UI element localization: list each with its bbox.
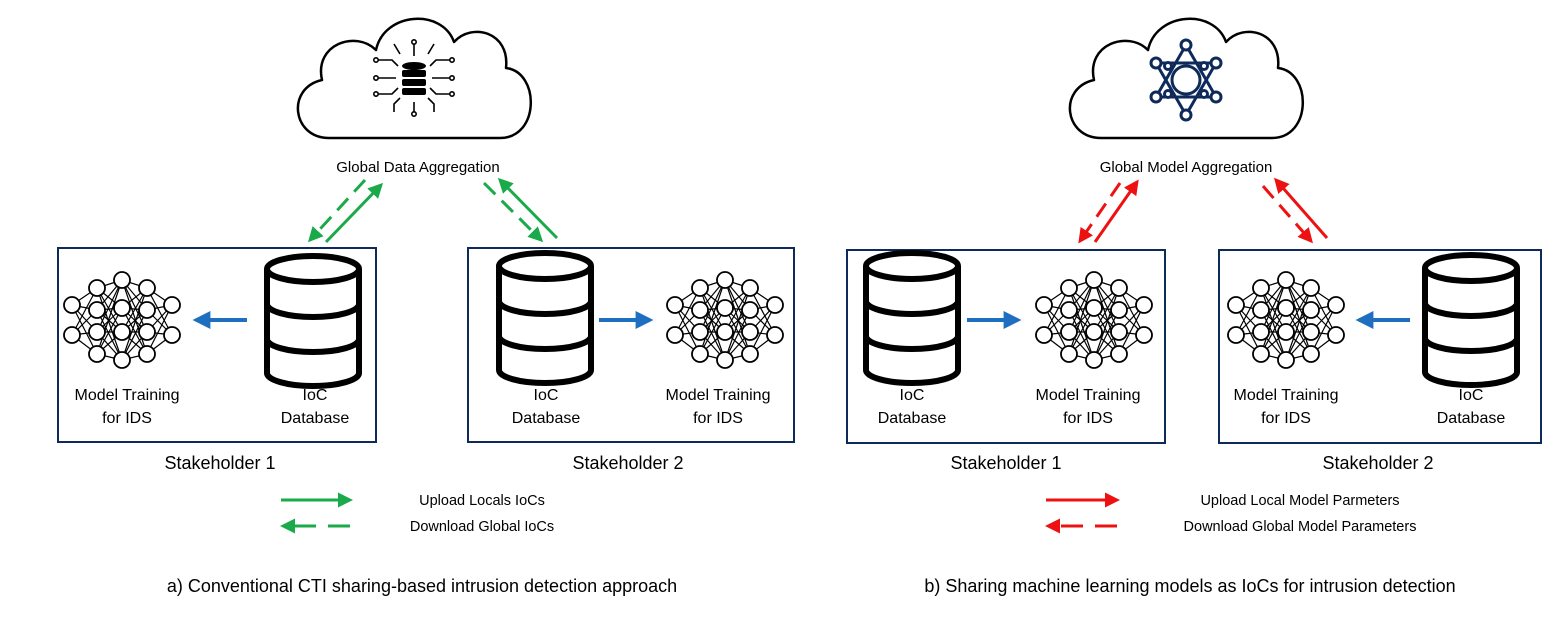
neural-network-icon xyxy=(1149,38,1223,122)
db-label-line2: Database xyxy=(1437,410,1506,427)
model-label-line1: Model Training xyxy=(75,387,180,404)
db-label-line1: IoC xyxy=(303,387,328,404)
upload-arrow-s1 xyxy=(324,182,384,244)
cloud-model-aggregation xyxy=(1068,17,1305,140)
legend-upload-label: Upload Locals IoCs xyxy=(419,493,545,509)
stakeholder-2-box: IoC Database Model Training for IDS xyxy=(467,247,795,443)
legend-download-label: Download Global IoCs xyxy=(410,519,554,535)
stakeholder-2-box: Model Training for IDS IoC Database xyxy=(1218,249,1542,444)
aggregation-label: Global Data Aggregation xyxy=(336,159,499,176)
stakeholder-1-box: IoC Database Model Training for IDS xyxy=(846,249,1166,444)
aggregation-label: Global Model Aggregation xyxy=(1100,159,1273,176)
legend-download-label: Download Global Model Parameters xyxy=(1184,519,1417,535)
model-label-line1: Model Training xyxy=(1234,387,1339,404)
panel-b: Global Model Aggregation IoC Database Mo… xyxy=(846,17,1542,596)
panel-a: Global Data Aggregation Model Training f… xyxy=(57,17,795,596)
legend-upload-label: Upload Local Model Parmeters xyxy=(1200,493,1399,509)
db-label-line2: Database xyxy=(512,410,581,427)
db-label-line1: IoC xyxy=(534,387,559,404)
model-label-line2: for IDS xyxy=(1063,410,1113,427)
model-label-line1: Model Training xyxy=(1036,387,1141,404)
download-arrow-s2 xyxy=(1261,185,1313,244)
caption-b: b) Sharing machine learning models as Io… xyxy=(924,576,1455,596)
database-icon xyxy=(499,253,591,383)
database-icon xyxy=(267,256,359,386)
cloud-data-aggregation xyxy=(296,17,533,140)
database-hub-icon xyxy=(372,38,455,117)
stakeholder-2-label: Stakeholder 2 xyxy=(572,453,683,473)
database-icon xyxy=(866,253,958,383)
legend-b: Upload Local Model Parmeters Download Gl… xyxy=(1045,492,1417,535)
upload-arrow-s2 xyxy=(497,177,559,240)
db-label-line2: Database xyxy=(281,410,350,427)
download-arrow-s2 xyxy=(482,181,544,243)
db-label-line1: IoC xyxy=(1459,387,1484,404)
stakeholder-1-box: Model Training for IDS IoC Database xyxy=(57,247,377,443)
database-icon xyxy=(1425,255,1517,385)
legend-a: Upload Locals IoCs Download Global IoCs xyxy=(280,492,554,535)
caption-a: a) Conventional CTI sharing-based intrus… xyxy=(167,576,677,596)
model-label-line1: Model Training xyxy=(666,387,771,404)
stakeholder-1-label: Stakeholder 1 xyxy=(164,453,275,473)
download-arrow-s1 xyxy=(1078,182,1122,244)
stakeholder-1-label: Stakeholder 1 xyxy=(950,453,1061,473)
model-label-line2: for IDS xyxy=(102,410,152,427)
model-label-line2: for IDS xyxy=(1261,410,1311,427)
download-arrow-s1 xyxy=(307,178,367,243)
upload-arrow-s2 xyxy=(1274,177,1329,239)
upload-arrow-s1 xyxy=(1093,179,1139,243)
db-label-line1: IoC xyxy=(900,387,925,404)
db-label-line2: Database xyxy=(878,410,947,427)
stakeholder-2-label: Stakeholder 2 xyxy=(1322,453,1433,473)
model-label-line2: for IDS xyxy=(693,410,743,427)
